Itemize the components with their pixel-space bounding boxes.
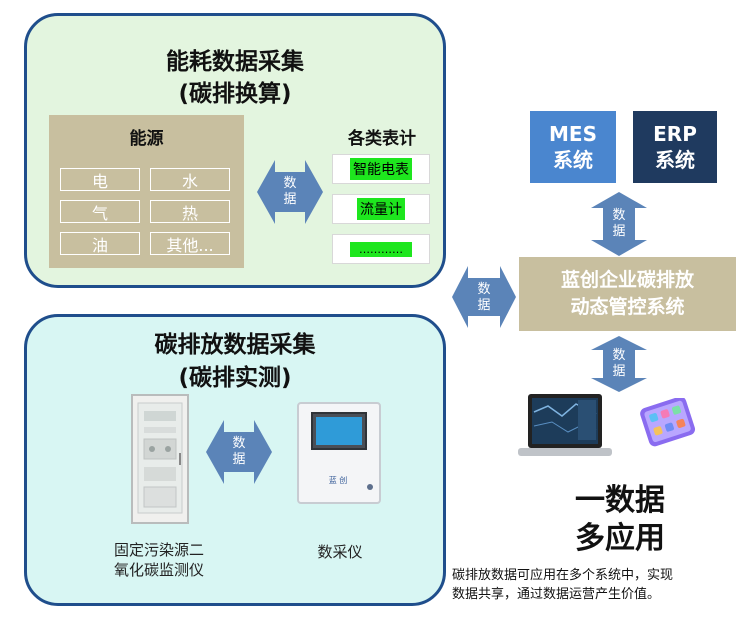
footer-description-line1: 碳排放数据可应用在多个系统中，实现 [452, 568, 674, 583]
energy-sources-box [49, 115, 244, 268]
source-oil: 油 [60, 232, 140, 255]
data-collector-caption: 数采仪 [317, 543, 363, 561]
meter-smart-electric: 智能电表 [332, 154, 430, 184]
systems-arrow-bottom-label-2: 据 [612, 364, 626, 379]
source-heat: 热 [150, 200, 230, 223]
carbon-management-system-box: 蓝创企业碳排放 动态管控系统 [519, 257, 736, 331]
carbon-arrow-label: 数 据 [225, 436, 253, 468]
systems-arrow-top-label-2: 据 [612, 224, 626, 239]
meter-more: ………… [332, 234, 430, 264]
carbon-double-arrow-icon [206, 420, 272, 484]
co2-monitor-cabinet-image [131, 394, 189, 524]
energy-arrow-label-2: 据 [283, 192, 297, 207]
center-arrow-label-2: 据 [477, 298, 491, 313]
erp-system-line2: 系统 [655, 148, 695, 172]
source-water: 水 [150, 168, 230, 191]
mobile-phone-icon [640, 398, 696, 447]
energy-double-arrow-icon [257, 160, 323, 224]
source-electricity: 电 [60, 168, 140, 191]
laptop-icon [518, 394, 612, 456]
source-gas: 气 [60, 200, 140, 223]
systems-arrow-bottom-label: 数 据 [605, 348, 633, 380]
erp-system-box: ERP 系统 [633, 111, 717, 183]
co2-monitor-caption: 固定污染源二 氧化碳监测仪 [86, 540, 232, 580]
footer-headline-line1: 一数据 [575, 483, 665, 518]
carbon-arrow-label-2: 据 [232, 452, 246, 467]
systems-vertical-arrow-top-icon [591, 192, 647, 256]
systems-arrow-top-label: 数 据 [605, 208, 633, 240]
energy-panel-title: 能耗数据采集 [166, 49, 304, 75]
center-arrow-label-1: 数 [477, 282, 491, 297]
center-horizontal-arrow-label: 数 据 [470, 282, 498, 314]
carbon-management-system-line1: 蓝创企业碳排放 [560, 269, 694, 291]
source-other: 其他... [150, 232, 230, 255]
carbon-arrow-label-1: 数 [232, 436, 246, 451]
energy-panel-subtitle: (碳排换算) [178, 81, 292, 107]
systems-vertical-arrow-bottom-icon [591, 336, 647, 392]
meter-flow-label: 流量计 [357, 198, 405, 220]
mes-system-line1: MES [549, 122, 597, 146]
co2-monitor-caption-line1: 固定污染源二 [113, 541, 204, 559]
footer-headline-line2: 多应用 [575, 521, 665, 556]
meter-more-label: ………… [350, 241, 412, 257]
carbon-panel-subtitle: (碳排实测) [178, 365, 292, 391]
co2-monitor-caption-line2: 氧化碳监测仪 [113, 561, 204, 579]
energy-arrow-label: 数 据 [276, 176, 304, 208]
data-collector-device-image [297, 402, 381, 504]
mes-system-box: MES 系统 [530, 111, 616, 183]
systems-arrow-top-label-1: 数 [612, 208, 626, 223]
footer-description: 碳排放数据可应用在多个系统中，实现 数据共享，通过数据运营产生价值。 [452, 566, 742, 604]
systems-arrow-bottom-label-1: 数 [612, 348, 626, 363]
footer-description-line2: 数据共享，通过数据运营产生价值。 [452, 587, 661, 602]
energy-sources-title: 能源 [129, 129, 164, 149]
meters-title: 各类表计 [348, 129, 416, 149]
data-collector-logo-text: 蓝 创 [328, 476, 348, 485]
energy-arrow-label-1: 数 [283, 176, 297, 191]
carbon-management-system-line2: 动态管控系统 [570, 296, 685, 318]
mes-system-line2: 系统 [553, 148, 593, 172]
meter-smart-electric-label: 智能电表 [350, 158, 412, 180]
erp-system-line1: ERP [653, 122, 697, 146]
meter-flow: 流量计 [332, 194, 430, 224]
center-horizontal-arrow-icon [452, 266, 516, 328]
footer-headline: 一数据 多应用 [530, 482, 710, 558]
carbon-panel-title: 碳排放数据采集 [154, 332, 316, 358]
